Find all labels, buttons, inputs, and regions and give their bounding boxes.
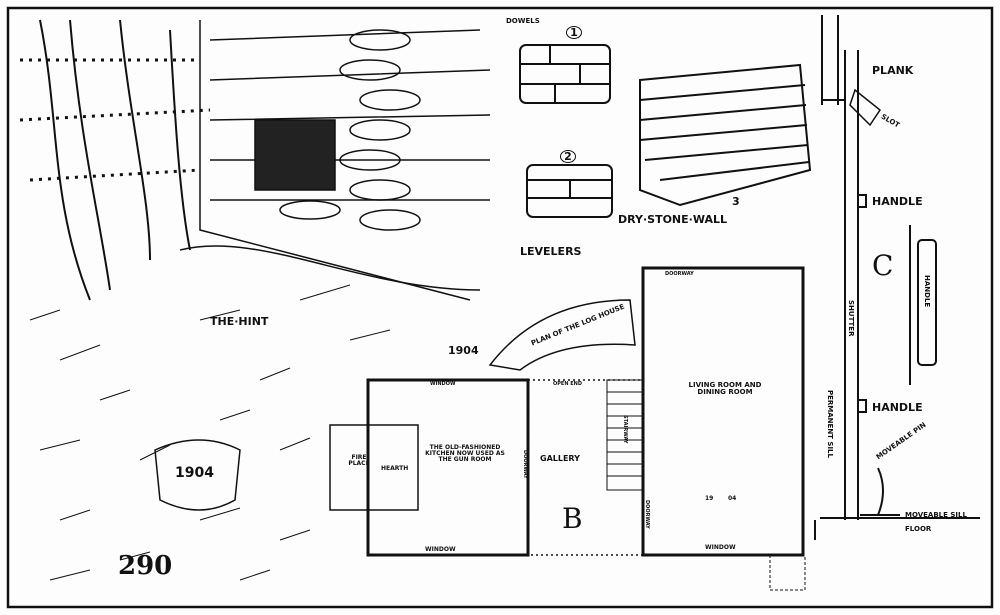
handle-label-top: HANDLE: [872, 195, 923, 208]
stairway-label: STAIRWAY: [622, 415, 628, 444]
handle-label-bottom: HANDLE: [872, 401, 923, 414]
fireplace: [329, 424, 419, 511]
gallery-label: GALLERY: [540, 454, 580, 463]
floor-plan: [329, 266, 806, 591]
dry-stone-wall-label: DRY·STONE·WALL: [618, 213, 727, 226]
year-badge-hint: [154, 439, 241, 511]
dry-stone-wall: [639, 63, 812, 207]
handle-label-side: HANDLE: [923, 275, 931, 308]
log-ends: [279, 29, 421, 231]
floor-label: FLOOR: [905, 525, 932, 533]
section-letter-c: C: [872, 249, 894, 282]
plan-title-banner: [488, 299, 636, 371]
hint-label: THE·HINT: [210, 315, 269, 328]
gallery-doorway: DOORWAY: [522, 450, 528, 479]
kitchen-top-window: WINDOW: [430, 381, 456, 387]
living-badge-right: 04: [728, 495, 737, 502]
page-number: 290: [118, 551, 173, 581]
living-room-side-doorway: DOORWAY: [644, 500, 650, 529]
frame-border: [6, 6, 994, 609]
dowels-label: DOWELS: [506, 17, 540, 25]
stone-step-1: [519, 44, 611, 104]
ground-hatching: [29, 245, 481, 581]
living-room-window: WINDOW: [705, 544, 736, 551]
kitchen-bottom-window: WINDOW: [425, 546, 456, 553]
plan-year: 1904: [448, 344, 479, 357]
stone-step-2: [526, 164, 613, 218]
gallery-walls: [527, 379, 644, 556]
hint-year-badge: 1904: [175, 465, 214, 481]
moveable-sill-label: MOVEABLE SILL: [905, 511, 967, 519]
forest-trees: [19, 19, 211, 301]
levelers-label: LEVELERS: [520, 245, 582, 258]
stairs: [606, 379, 643, 491]
fireplace-label: FIRE PLACE: [348, 454, 370, 467]
shutter-label: SHUTTER: [847, 300, 855, 337]
living-room-label: LIVING ROOM AND DINING ROOM: [688, 381, 762, 396]
kitchen-label: THE OLD-FASHIONED KITCHEN NOW USED AS TH…: [425, 444, 505, 463]
permanent-sill-label: PERMANENT SILL: [826, 390, 834, 458]
living-room-top-doorway: DOORWAY: [665, 271, 694, 277]
step-number-3: 3: [732, 195, 740, 208]
living-badge-left: 19: [705, 495, 714, 502]
step-number-1: 1: [566, 26, 582, 39]
hearth-label: HEARTH: [381, 465, 409, 472]
shutter-detail: [814, 15, 980, 540]
plank-label: PLANK: [872, 64, 914, 77]
kitchen-walls: [366, 378, 530, 557]
living-room-walls: [641, 266, 805, 557]
section-letter-b: B: [562, 502, 583, 535]
gallery-open-end: OPEN END: [553, 381, 583, 387]
step-number-2: 2: [560, 150, 576, 163]
log-cabin-corner: [199, 20, 491, 301]
